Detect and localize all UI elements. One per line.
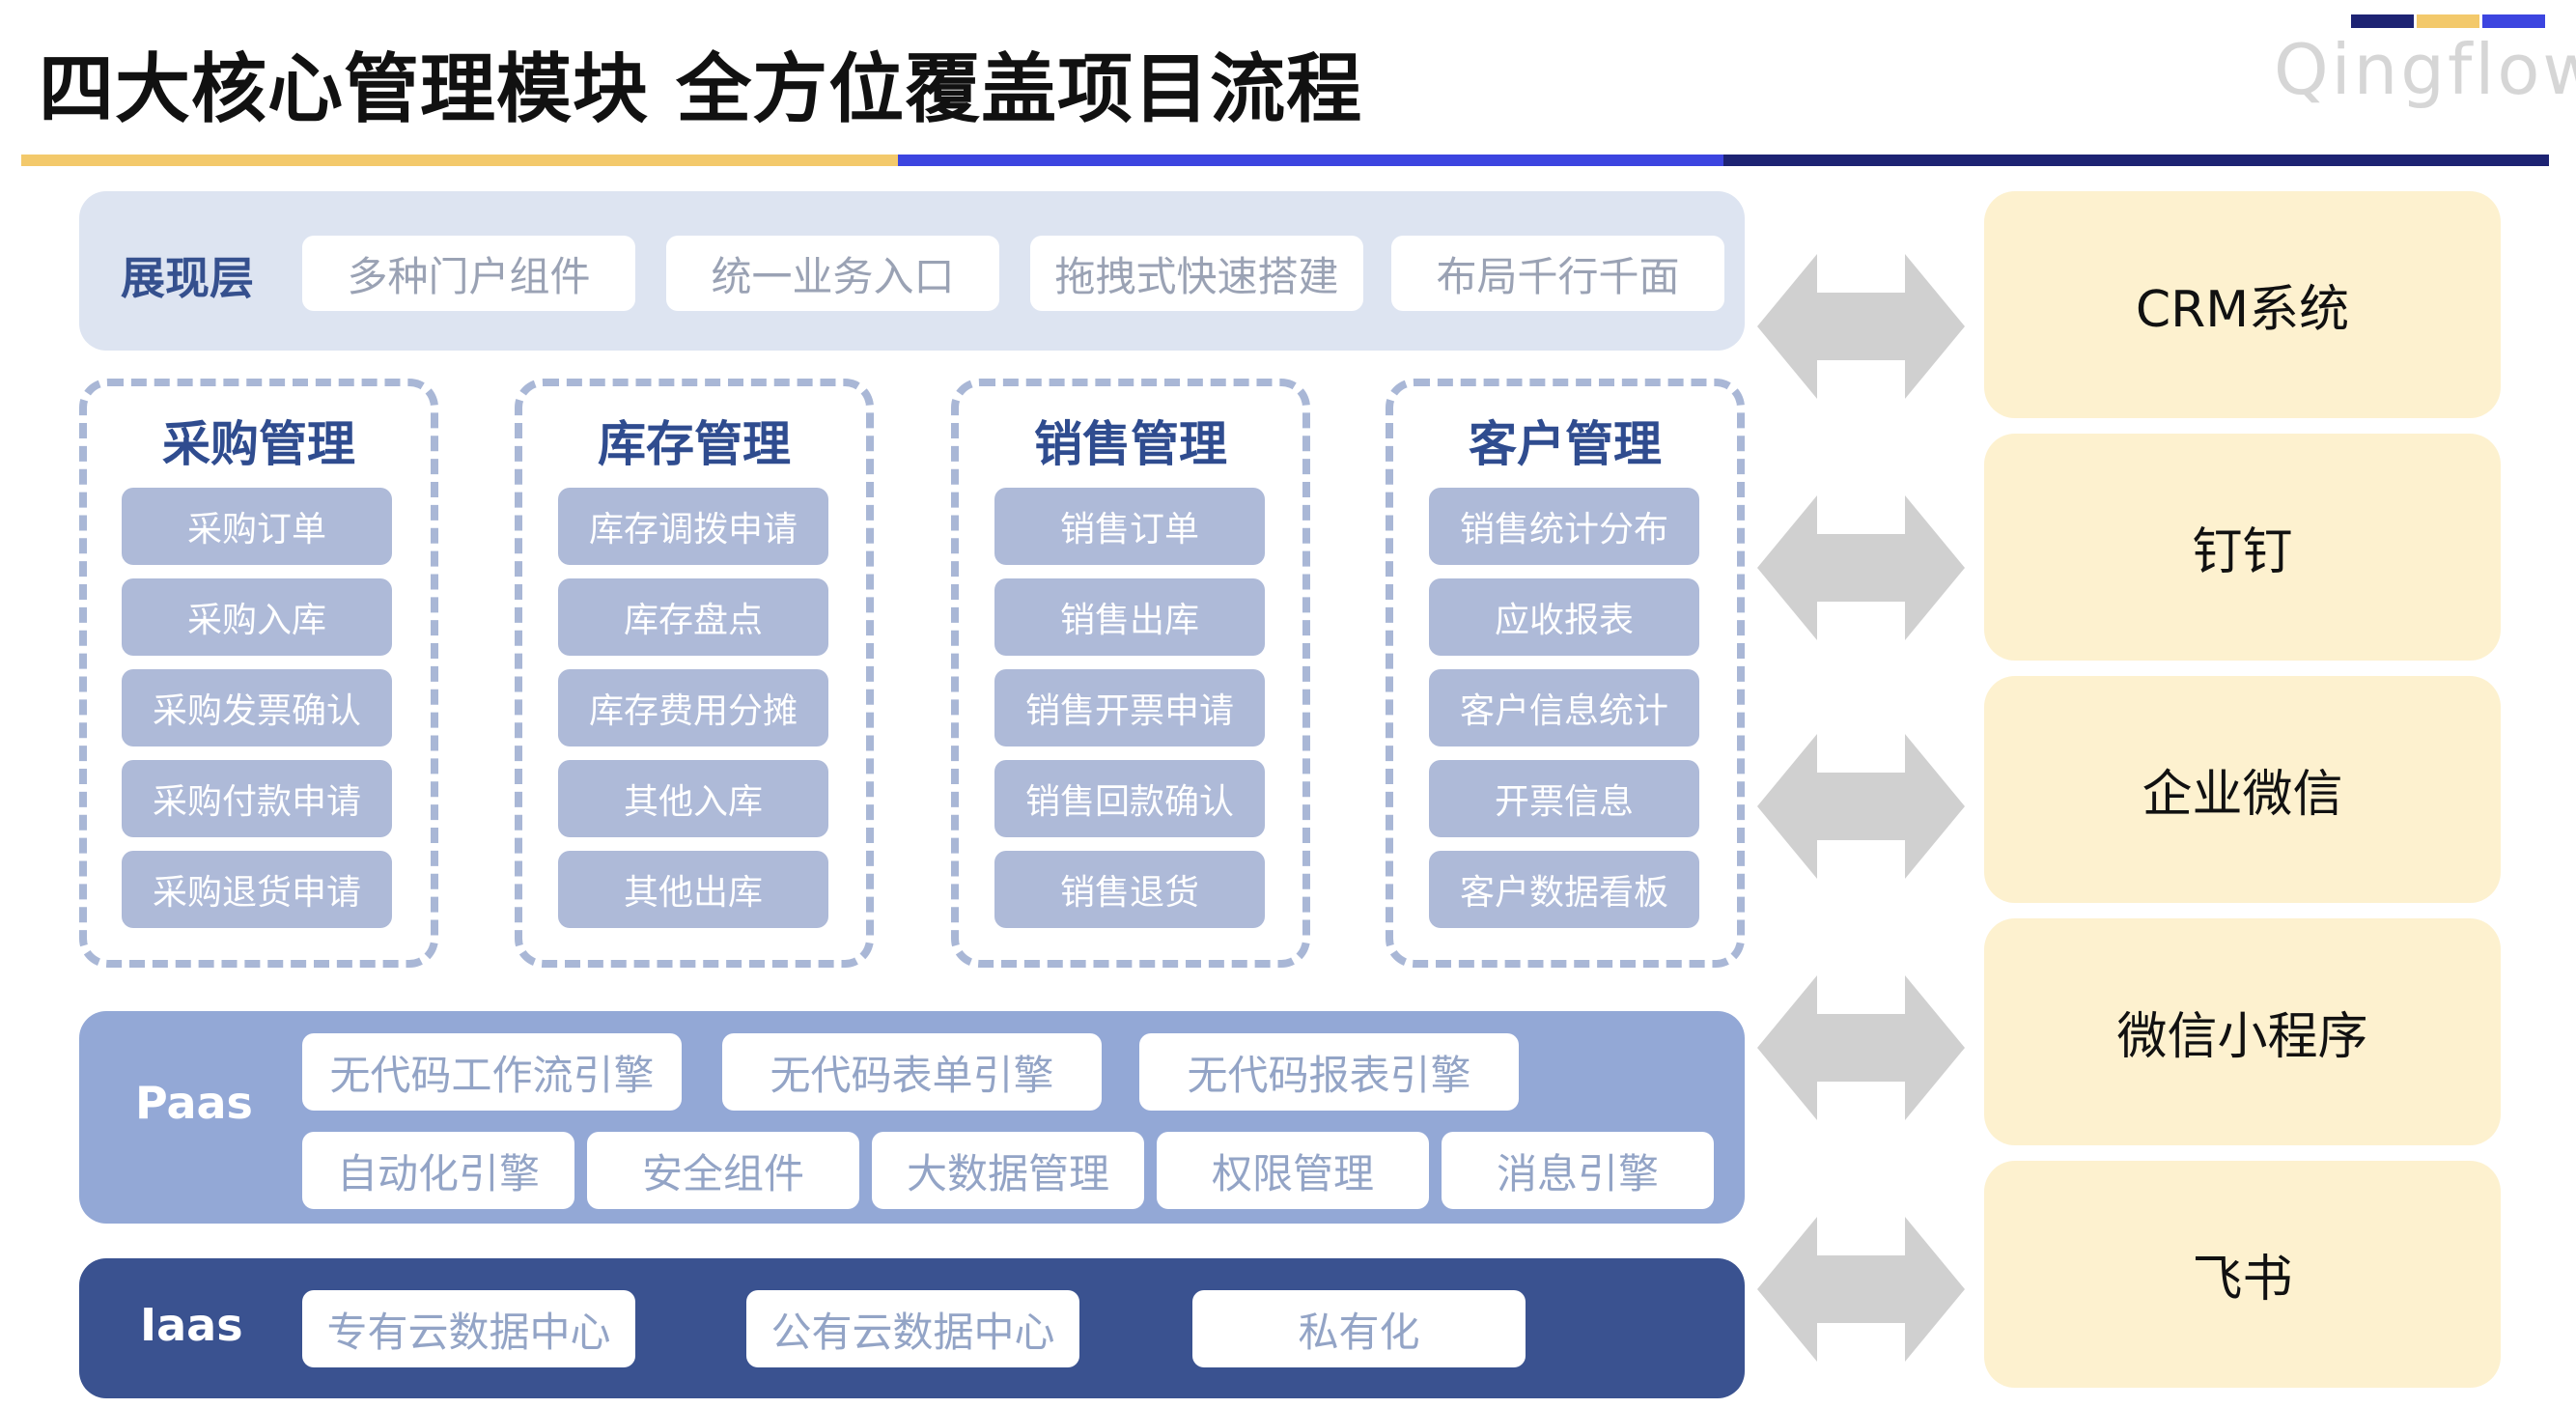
integration-wecom: 企业微信 — [1984, 676, 2501, 903]
page-title: 四大核心管理模块 全方位覆盖项目流程 — [39, 46, 1363, 133]
paas-item: 无代码报表引擎 — [1139, 1033, 1519, 1111]
module-item: 库存费用分摊 — [558, 669, 828, 746]
double-arrow-icon — [1757, 495, 1965, 640]
module-item: 其他入库 — [558, 760, 828, 837]
paas-layer-label: Paas — [135, 1077, 253, 1129]
module-item: 销售退货 — [994, 851, 1265, 928]
module-item: 采购入库 — [122, 578, 392, 656]
paas-item: 自动化引擎 — [302, 1132, 574, 1209]
double-arrow-icon — [1757, 254, 1965, 399]
double-arrow-icon — [1757, 734, 1965, 879]
paas-item: 安全组件 — [587, 1132, 859, 1209]
module-item: 客户信息统计 — [1429, 669, 1699, 746]
paas-item: 无代码工作流引擎 — [302, 1033, 682, 1111]
iaas-item: 公有云数据中心 — [746, 1290, 1079, 1367]
brand-bar-dark — [2351, 14, 2414, 28]
module-sales-box — [951, 379, 1310, 968]
module-inventory-box — [515, 379, 874, 968]
brand-bar-yellow — [2417, 14, 2479, 28]
module-customer-box — [1386, 379, 1745, 968]
module-item: 采购发票确认 — [122, 669, 392, 746]
module-item: 销售订单 — [994, 488, 1265, 565]
presentation-layer-label: 展现层 — [121, 252, 254, 304]
integration-dingtalk: 钉钉 — [1984, 434, 2501, 661]
header-rule-dark — [1723, 155, 2549, 166]
module-item: 采购付款申请 — [122, 760, 392, 837]
presentation-item: 统一业务入口 — [666, 236, 999, 311]
integration-wechat-miniprogram: 微信小程序 — [1984, 918, 2501, 1145]
header-rule-blue — [898, 155, 1723, 166]
presentation-item: 布局千行千面 — [1391, 236, 1724, 311]
module-item: 开票信息 — [1429, 760, 1699, 837]
qingflow-logo: Qingflow — [2274, 29, 2576, 110]
header-rule-yellow — [21, 155, 898, 166]
module-purchase-title: 采购管理 — [162, 416, 355, 472]
module-item: 应收报表 — [1429, 578, 1699, 656]
double-arrow-icon — [1757, 1217, 1965, 1362]
paas-item: 无代码表单引擎 — [722, 1033, 1102, 1111]
module-sales-title: 销售管理 — [1034, 416, 1227, 472]
presentation-item: 多种门户组件 — [302, 236, 635, 311]
integration-crm: CRM系统 — [1984, 191, 2501, 418]
module-item: 客户数据看板 — [1429, 851, 1699, 928]
iaas-layer-label: Iaas — [140, 1299, 243, 1351]
module-inventory-title: 库存管理 — [598, 416, 791, 472]
module-purchase-box — [79, 379, 438, 968]
module-item: 销售统计分布 — [1429, 488, 1699, 565]
integration-feishu: 飞书 — [1984, 1161, 2501, 1388]
module-item: 采购退货申请 — [122, 851, 392, 928]
module-item: 库存盘点 — [558, 578, 828, 656]
module-item: 销售回款确认 — [994, 760, 1265, 837]
double-arrow-icon — [1757, 975, 1965, 1120]
module-item: 销售开票申请 — [994, 669, 1265, 746]
module-item: 销售出库 — [994, 578, 1265, 656]
presentation-item: 拖拽式快速搭建 — [1030, 236, 1363, 311]
module-item: 库存调拨申请 — [558, 488, 828, 565]
module-item: 其他出库 — [558, 851, 828, 928]
paas-item: 大数据管理 — [872, 1132, 1144, 1209]
iaas-item: 私有化 — [1192, 1290, 1526, 1367]
paas-item: 消息引擎 — [1442, 1132, 1714, 1209]
module-item: 采购订单 — [122, 488, 392, 565]
iaas-item: 专有云数据中心 — [302, 1290, 635, 1367]
brand-bar-blue — [2482, 14, 2545, 28]
paas-item: 权限管理 — [1157, 1132, 1429, 1209]
module-customer-title: 客户管理 — [1469, 416, 1662, 472]
